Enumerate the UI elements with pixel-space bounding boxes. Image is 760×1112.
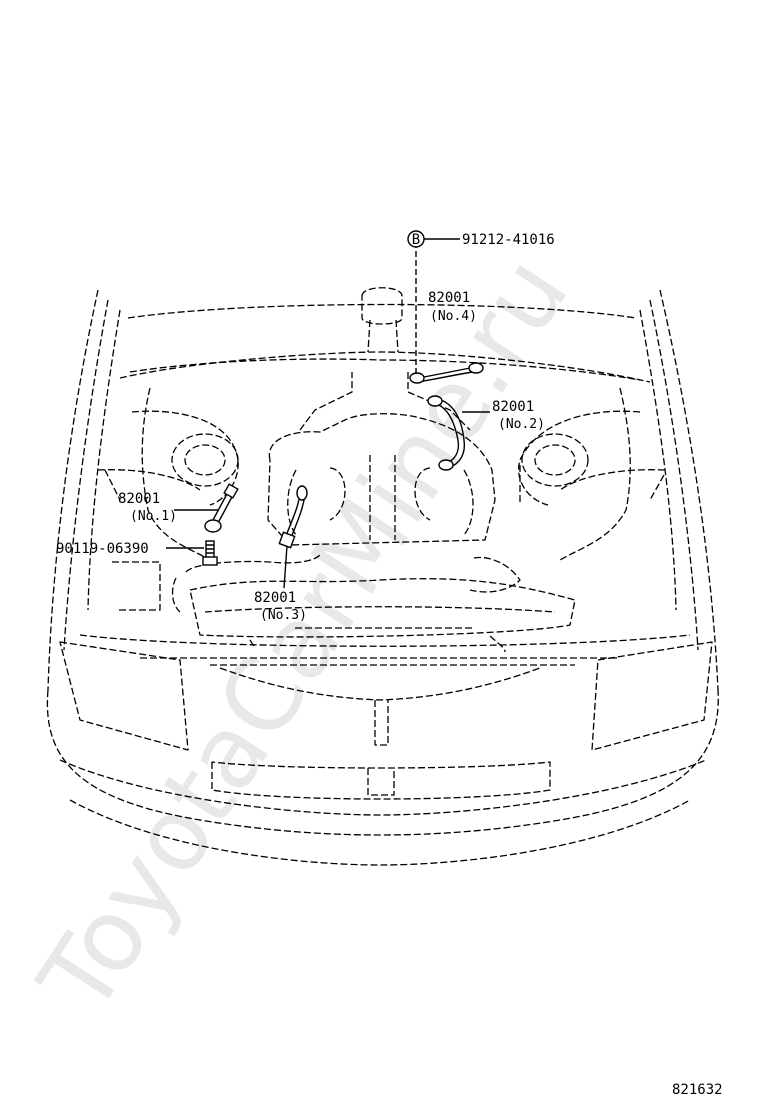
figure-number: 821632 — [672, 1082, 723, 1098]
fenders — [47, 289, 719, 691]
callout-ground-no1: 82001 (No.1) — [118, 491, 218, 524]
strut-tower-left — [171, 433, 239, 487]
front-bumper — [46, 689, 719, 866]
position-no3: (No.3) — [260, 608, 307, 623]
part-number-91212-41016: 91212-41016 — [462, 232, 555, 248]
ground-strap-no3 — [278, 485, 308, 549]
air-intake-duct — [361, 287, 403, 353]
front-crossmember — [79, 634, 691, 746]
bolt-icon — [202, 540, 218, 566]
position-no4: (No.4) — [430, 309, 477, 324]
part-number-82001-no2: 82001 — [492, 399, 534, 415]
callout-ground-no4: 82001 (No.4) — [428, 290, 477, 324]
ground-strap-no2 — [427, 395, 466, 471]
ground-strap-no4 — [409, 242, 484, 384]
watermark: ToyotaCarMine.ru — [16, 237, 590, 1034]
callout-bolt: 90119-06390 — [56, 541, 204, 557]
position-no1: (No.1) — [130, 509, 177, 524]
callout-bolt-b: B 91212-41016 — [407, 230, 555, 248]
strut-tower-right — [521, 433, 589, 487]
headlamp-left — [59, 641, 189, 751]
position-no2: (No.2) — [498, 417, 545, 432]
radiator-support — [112, 554, 576, 653]
headlamp-right — [591, 641, 713, 751]
callout-ground-no2: 82001 (No.2) — [462, 399, 545, 432]
part-number-82001-no1: 82001 — [118, 491, 160, 507]
callout-marker-b: B — [412, 232, 420, 248]
firewall — [119, 303, 651, 383]
ground-strap-no1 — [204, 483, 239, 533]
part-number-82001-no4: 82001 — [428, 290, 470, 306]
part-number-82001-no3: 82001 — [254, 590, 296, 606]
callout-ground-no3: 82001 (No.3) — [254, 545, 307, 623]
part-number-90119-06390: 90119-06390 — [56, 541, 149, 557]
